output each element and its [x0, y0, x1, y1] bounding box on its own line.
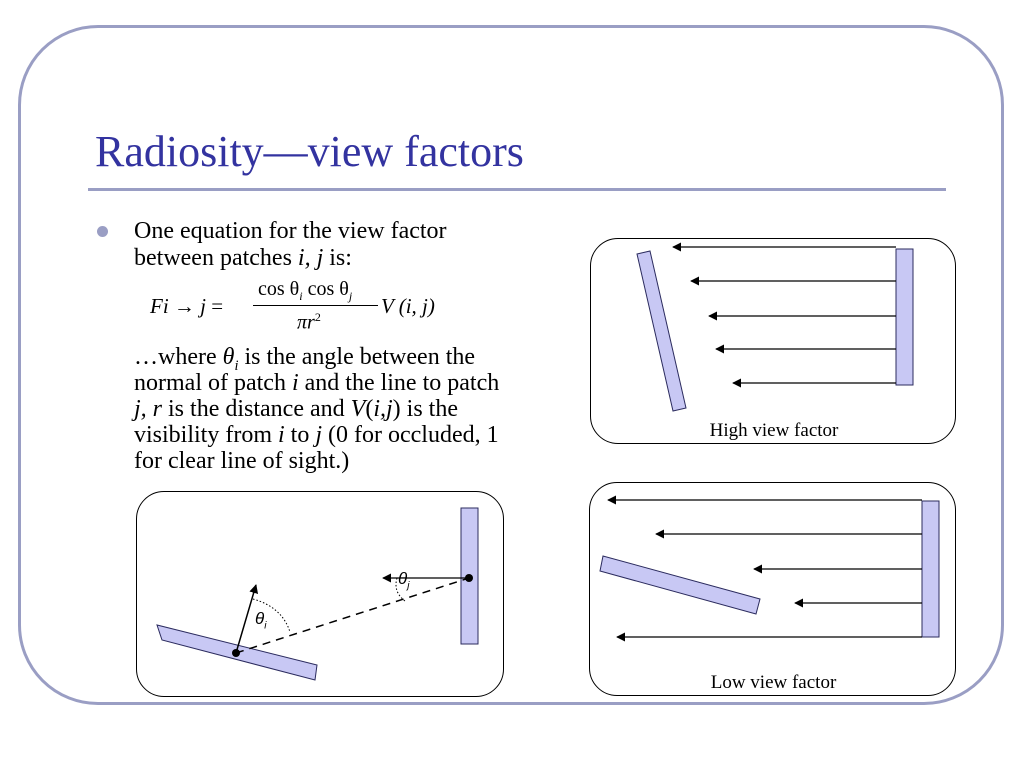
high-view-factor-svg: [636, 242, 914, 412]
low-view-factor-diagram: Low view factor: [589, 482, 956, 696]
bullet-line-1: One equation for the view factor: [134, 218, 447, 244]
formula-lhs: Fi → j =: [150, 294, 224, 318]
view-factor-geometry-diagram: θi θj: [136, 491, 504, 697]
formula-fraction-bar: [253, 305, 378, 306]
theta-j-label: θj: [398, 569, 410, 592]
geometry-svg: [156, 507, 479, 681]
explanation-line-5: for clear line of sight.): [134, 448, 350, 474]
bullet-line-2: between patches i, j is:: [134, 245, 352, 271]
explanation-line-3: j, r is the distance and V(i,j) is the: [134, 396, 458, 422]
emitting-patch: [599, 555, 761, 615]
slide-frame: [18, 25, 1004, 705]
title-underline: [88, 188, 946, 191]
low-view-factor-caption: Low view factor: [710, 672, 837, 693]
patch-i-center-dot: [232, 649, 240, 657]
high-view-factor-diagram: High view factor: [590, 238, 956, 444]
formula-denominator: πr2: [297, 310, 321, 334]
patch-j-center-dot: [465, 574, 473, 582]
explanation-line-1: …where θi is the angle between the: [134, 344, 476, 374]
patch-i-normal: [235, 584, 259, 654]
theta-i-label: θi: [255, 609, 267, 632]
formula-numerator: cos θi cos θj: [258, 278, 353, 303]
distance-line: [235, 577, 470, 654]
angle-arc-i: [252, 598, 291, 633]
explanation-line-4: visibility from i to j (0 for occluded, …: [134, 422, 499, 448]
explanation-line-2: normal of patch i and the line to patch: [134, 370, 500, 396]
bullet-dot-icon: [97, 226, 108, 237]
slide-title: Radiosity—view factors: [95, 127, 524, 176]
high-view-factor-caption: High view factor: [709, 420, 839, 441]
receiving-patch: [895, 248, 914, 386]
low-view-factor-svg: [599, 495, 940, 642]
emitting-patch: [636, 250, 687, 412]
formula-visibility: V (i, j): [381, 294, 435, 318]
receiving-patch: [921, 500, 940, 638]
